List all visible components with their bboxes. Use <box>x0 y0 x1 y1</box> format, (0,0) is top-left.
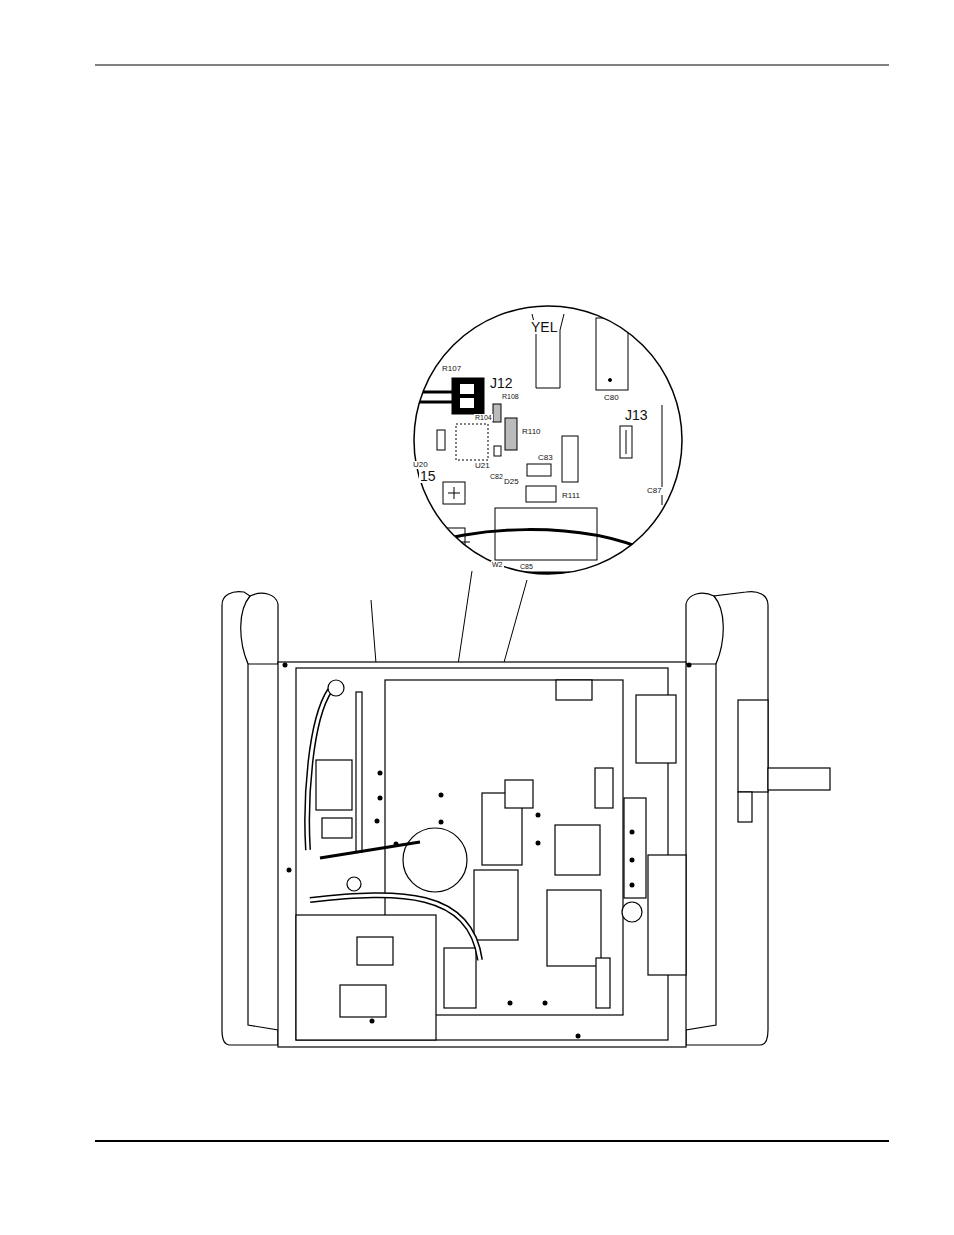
component-label: YEL <box>530 320 558 334</box>
footer-rule <box>95 1140 889 1142</box>
plasma-unit <box>222 592 830 1047</box>
component-label: J13 <box>624 408 649 422</box>
component-label: W2 <box>491 561 504 568</box>
component-label: C85 <box>519 563 534 570</box>
component-label: 15 <box>419 469 437 483</box>
magnifier-circle <box>414 306 682 574</box>
component-label: C87 <box>646 487 663 495</box>
component-label: U20 <box>412 461 429 469</box>
component-label: R111 <box>561 492 581 500</box>
component-label: J12 <box>489 376 514 390</box>
component-label: C80 <box>603 394 620 402</box>
pcb-detail <box>410 314 662 578</box>
component-label: C82 <box>489 473 504 480</box>
component-label: U21 <box>474 462 491 470</box>
component-label: D25 <box>503 478 520 486</box>
header-rule <box>95 65 889 66</box>
component-label: R108 <box>501 393 520 400</box>
component-label: C83 <box>537 454 554 462</box>
screw-dots <box>283 663 692 1039</box>
component-label: R110 <box>521 428 542 436</box>
component-label: R107 <box>441 365 462 373</box>
component-label: R104 <box>474 414 493 421</box>
